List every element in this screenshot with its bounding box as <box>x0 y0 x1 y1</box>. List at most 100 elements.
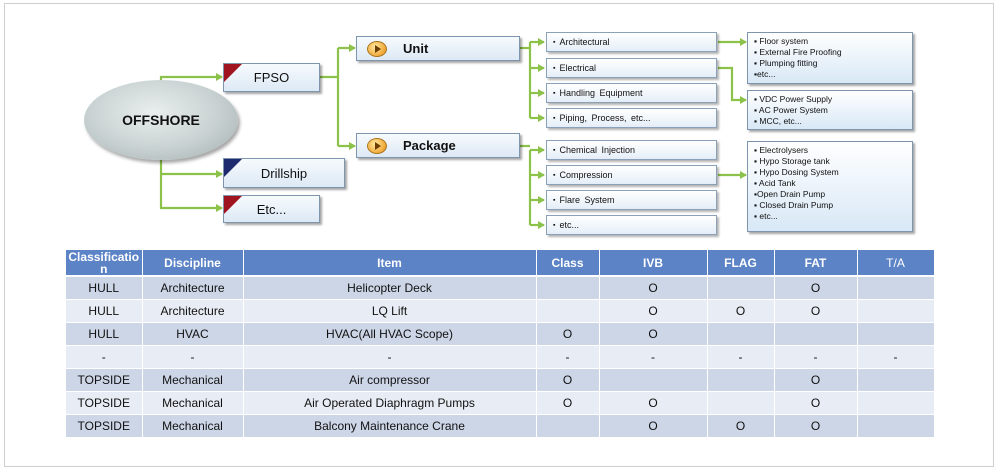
table-cell: - <box>707 345 775 369</box>
electrical-details: ▪ VDC Power Supply ▪ AC Power System ▪ M… <box>747 90 913 130</box>
column-header: FLAG <box>707 250 775 277</box>
package-label: Package <box>403 138 456 153</box>
table-cell: Air compressor <box>243 368 537 392</box>
table-cell <box>707 391 775 415</box>
table-cell: O <box>536 391 600 415</box>
unit-item: ▪Piping, Process, etc... <box>546 108 717 128</box>
inspection-table: Classification Discipline Item Class IVB… <box>66 250 935 438</box>
bullet-icon: ▪ <box>553 171 556 179</box>
table-cell: O <box>707 414 775 438</box>
unit-item-label: Electrical <box>559 63 596 73</box>
detail-line: ▪ VDC Power Supply <box>754 94 833 104</box>
table-cell <box>536 299 600 323</box>
bullet-icon: ▪ <box>553 221 556 229</box>
bullet-icon: ▪ <box>553 114 556 122</box>
play-icon <box>367 137 387 154</box>
drillship-label: Drillship <box>260 165 308 181</box>
unit-item: ▪Electrical <box>546 58 717 78</box>
table-cell <box>707 322 775 346</box>
table-cell: Mechanical <box>142 368 244 392</box>
table-cell <box>707 276 775 300</box>
fpso-label: FPSO <box>253 70 290 85</box>
detail-line: ▪ Floor system <box>754 36 809 46</box>
unit-item: ▪Handling Equipment <box>546 83 717 103</box>
bullet-icon: ▪ <box>553 64 556 72</box>
detail-line: ▪etc... <box>754 69 776 79</box>
etc-label: Etc... <box>256 201 287 217</box>
table-cell: - <box>243 345 537 369</box>
table-cell: O <box>774 299 858 323</box>
play-icon <box>367 40 387 57</box>
table-cell: O <box>774 391 858 415</box>
navy-corner-flag <box>224 159 242 177</box>
detail-line: ▪ etc... <box>754 211 778 221</box>
table-cell: O <box>536 322 600 346</box>
unit-item-label: Piping, Process, etc... <box>559 113 651 123</box>
table-cell: Air Operated Diaphragm Pumps <box>243 391 537 415</box>
drillship-node: Drillship <box>223 158 345 188</box>
package-item-label: etc... <box>559 220 579 230</box>
table-cell: Balcony Maintenance Crane <box>243 414 537 438</box>
table-cell: O <box>774 276 858 300</box>
table-cell <box>857 322 935 346</box>
table-cell: TOPSIDE <box>66 414 143 438</box>
table-cell: O <box>707 299 775 323</box>
bullet-icon: ▪ <box>553 146 556 154</box>
offshore-node: OFFSHORE <box>84 80 238 160</box>
table-cell <box>857 299 935 323</box>
table-cell: O <box>599 322 708 346</box>
table-cell <box>857 414 935 438</box>
table-cell <box>857 276 935 300</box>
table-cell: HVAC(All HVAC Scope) <box>243 322 537 346</box>
bullet-icon: ▪ <box>553 89 556 97</box>
column-header: Classification <box>66 250 143 277</box>
package-item: ▪Flare System <box>546 190 717 210</box>
architectural-details: ▪ Floor system ▪ External Fire Proofing … <box>747 32 913 84</box>
table-cell: HULL <box>66 299 143 323</box>
table-cell: - <box>142 345 244 369</box>
table-cell <box>536 276 600 300</box>
table-cell: - <box>774 345 858 369</box>
unit-node: Unit <box>356 36 520 61</box>
package-item-label: Compression <box>559 170 613 180</box>
table-cell: - <box>66 345 143 369</box>
unit-label: Unit <box>403 41 429 56</box>
offshore-label: OFFSHORE <box>122 112 200 128</box>
detail-line: ▪ Hypo Dosing System <box>754 167 839 177</box>
etc-node: Etc... <box>223 195 320 223</box>
table-cell: O <box>599 276 708 300</box>
detail-line: ▪Open Drain Pump <box>754 189 826 199</box>
red-corner-flag <box>224 64 242 82</box>
package-item-label: Chemical Injection <box>559 145 636 155</box>
detail-line: ▪ Electrolysers <box>754 145 809 155</box>
table-cell: O <box>599 414 708 438</box>
package-item: ▪Chemical Injection <box>546 140 717 160</box>
table-cell: Helicopter Deck <box>243 276 537 300</box>
column-header: Class <box>536 250 600 277</box>
table-header-row: Classification Discipline Item Class IVB… <box>66 250 935 277</box>
bullet-icon: ▪ <box>553 196 556 204</box>
table-cell: HVAC <box>142 322 244 346</box>
table-cell: - <box>857 345 935 369</box>
table-cell <box>536 414 600 438</box>
table-cell <box>774 322 858 346</box>
unit-item: ▪Architectural <box>546 32 717 52</box>
unit-item-label: Handling Equipment <box>559 88 643 98</box>
detail-line: ▪ Hypo Storage tank <box>754 156 830 166</box>
detail-line: ▪ External Fire Proofing <box>754 47 842 57</box>
table-cell <box>707 368 775 392</box>
table-cell <box>599 368 708 392</box>
table-cell: Architecture <box>142 299 244 323</box>
table-cell: O <box>774 414 858 438</box>
red-corner-flag <box>224 196 242 214</box>
detail-line: ▪ MCC, etc... <box>754 116 802 126</box>
package-item-label: Flare System <box>559 195 615 205</box>
table-cell: - <box>599 345 708 369</box>
bullet-icon: ▪ <box>553 38 556 46</box>
fpso-node: FPSO <box>223 63 320 92</box>
